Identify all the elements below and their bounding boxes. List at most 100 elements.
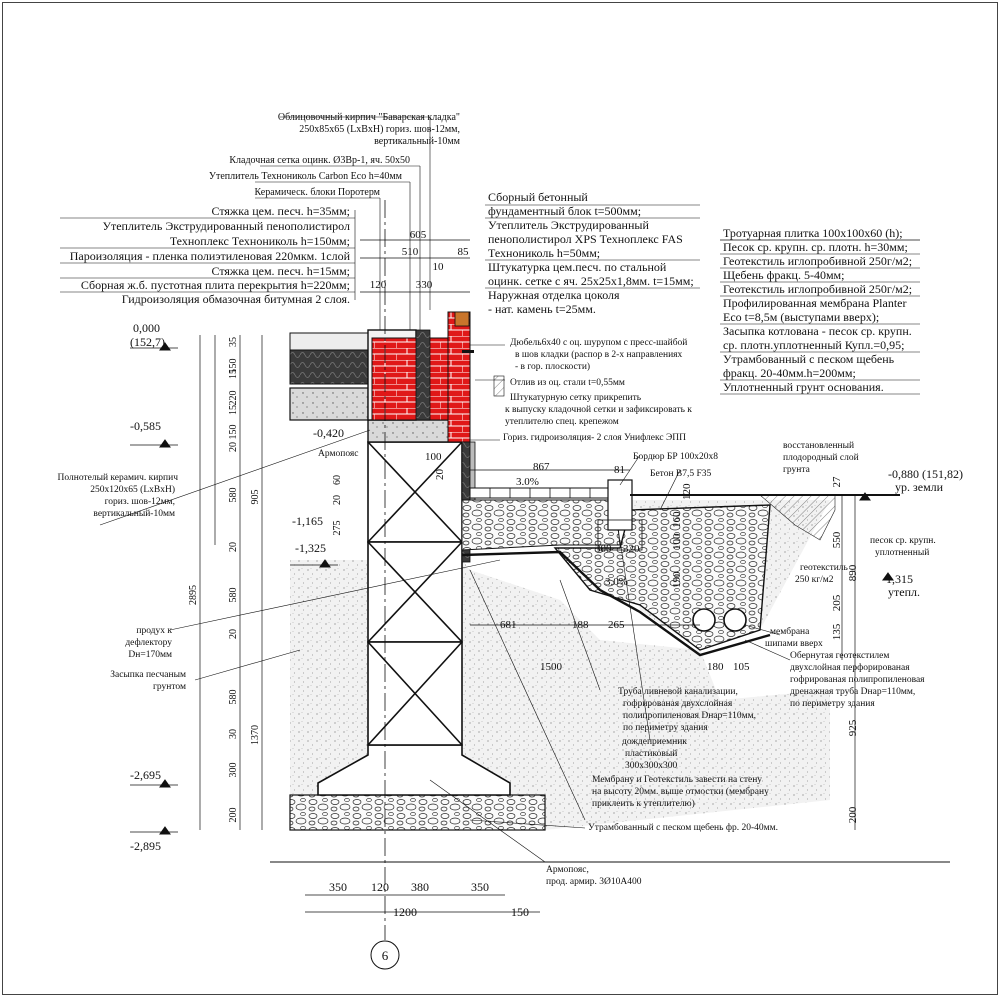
ceramic-blocks-label: Керамическ. блоки Поротерм	[255, 187, 381, 198]
floor-layer-7: Гидроизоляция обмазочная битумная 2 слоя…	[122, 292, 350, 306]
storm-pipe-2: гофрированая двухслойная	[623, 698, 733, 709]
dim-top-605: 605	[410, 229, 427, 241]
dim-105: 105	[733, 661, 750, 673]
vent-3: Dн=170мм	[128, 650, 172, 660]
armopoyas-label: Армопояс	[318, 449, 358, 459]
vent-1: продух к	[136, 626, 172, 636]
hollow-brick-1: Полнотелый керамич. кирпич	[58, 472, 179, 483]
dim-81: 81	[614, 464, 625, 476]
dim-867: 867	[533, 461, 550, 473]
dim-left-150: 150	[228, 359, 239, 374]
dim-left-580: 580	[228, 488, 239, 503]
pavement-layer-5: Геотекстиль иглопробивной 250г/м2;	[723, 282, 912, 296]
dim-left-200: 200	[228, 808, 239, 823]
membrane-wall-2: на высоту 20мм. выше отмостки (мембрану	[592, 786, 769, 797]
mesh-label: Кладочная сетка оцинк. Ø3Вр-1, яч. 50х50	[229, 155, 410, 166]
pavement-layer-rules	[720, 239, 920, 395]
drain-pipe-2: двухслойная перфорированая	[790, 662, 910, 673]
dim-total-905: 905	[250, 490, 261, 505]
dim-left-580c: 580	[228, 690, 239, 705]
plinth-layer-list: Сборный бетонный фундаментный блок t=500…	[488, 190, 694, 316]
foundation-blocks	[367, 441, 463, 746]
dim-left-15: 15	[228, 369, 239, 379]
storm-pipe-1: Труба ливневой канализации,	[618, 686, 738, 697]
topsoil-3: грунта	[783, 465, 811, 475]
dim-top-330: 330	[416, 279, 433, 291]
plinth-layer-5: Технониколь h=50мм;	[488, 246, 600, 260]
top-labels: Облицовочный кирпич "Баварская кладка" 2…	[209, 112, 461, 198]
pavement-layer-2: Песок ср. крупн. ср. плотн. h=30мм;	[723, 240, 908, 254]
facing-brick-joint: вертикальный-10мм	[374, 136, 461, 147]
dims-right: 27 550 890 205 135 925 200	[831, 476, 859, 823]
level-0585: -0,585	[130, 419, 161, 433]
pavement-layer-3: Геотекстиль иглопробивной 250г/м2;	[723, 254, 912, 268]
pavement-layer-1: Тротуарная плитка 100х100х60 (h);	[723, 226, 903, 240]
dim-left-580b: 580	[228, 588, 239, 603]
level-floor: 0,000	[133, 321, 160, 335]
facing-brick-size: 250х85х65 (LxBxH) гориз. шов-12мм,	[299, 124, 460, 135]
dim-188: 188	[572, 619, 589, 631]
dim-right-550: 550	[831, 531, 843, 548]
membrane-studs-1: мембрана	[770, 626, 810, 637]
drain-pipe-4: дренажная труба Dнар=110мм,	[790, 686, 915, 697]
floor-layer-5: Стяжка цем. песч. h=15мм;	[211, 264, 350, 278]
pavement-layer-8: Засыпка котлована - песок ср. крупн.	[723, 324, 912, 338]
topsoil-2: плодородный слой	[783, 452, 859, 463]
insulation-carbon-label: Утеплитель Технониколь Carbon Eco h=40мм	[209, 171, 403, 182]
plaster-mesh-2: к выпуску кладочной сетки и зафиксироват…	[505, 404, 692, 415]
plinth-layer-1: Сборный бетонный	[488, 190, 588, 204]
hollow-brick-4: вертикальный-10мм	[93, 508, 175, 519]
topsoil-1: восстановленный	[783, 440, 854, 451]
drain-pipe-1	[692, 608, 716, 632]
dim-right-27: 27	[831, 476, 843, 488]
dim-320: 320	[623, 543, 640, 555]
dim-left-300: 300	[228, 763, 239, 778]
dowel-line-2: в шов кладки (распор в 2-х направлениях	[515, 349, 683, 360]
dim-265: 265	[608, 619, 625, 631]
drain-pipe-2	[723, 608, 747, 632]
reinforcement-1: Армопояс,	[546, 865, 589, 875]
leader-lines	[99, 116, 920, 863]
dim-right-205: 205	[831, 594, 843, 611]
floor-screed	[289, 332, 369, 351]
drain-pipe-3: гофрированая полипропиленовая	[790, 674, 925, 685]
dim-160: 160	[671, 511, 683, 528]
dim-681: 681	[500, 619, 517, 631]
dim-180: 180	[707, 661, 724, 673]
dim-slope-1: 3.0%	[516, 476, 539, 488]
storm-pipe-4: по периметру здания	[623, 723, 708, 733]
floor-layer-4: Пароизоляция - пленка полиэтиленовая 220…	[70, 249, 351, 263]
level-floor-abs: (152,7)	[130, 335, 165, 349]
dim-top-120: 120	[370, 279, 387, 291]
plinth-layer-rules	[485, 217, 700, 289]
dowel-line-3: - в гор. плоскости)	[515, 361, 590, 372]
geotextile-2: 250 кг/м2	[795, 575, 834, 585]
level-2695: -2,695	[130, 768, 161, 782]
plinth-layer-2: фундаментный блок t=500мм;	[488, 204, 641, 218]
plinth-layer-3: Утеплитель Экструдированный	[488, 218, 649, 232]
axis-bubble	[370, 940, 400, 970]
level-labels: 0,000 (152,7) -0,585 -0,420 -1,165 -1,32…	[130, 321, 963, 853]
rain-receiver-2: пластиковый	[625, 748, 677, 759]
membrane-wall-1: Мембрану и Геотекстиль завести на стену	[592, 774, 762, 785]
sand-right-2: уплотненный	[875, 547, 929, 558]
dim-top-85: 85	[458, 246, 470, 258]
plinth-layer-8: Наружная отделка цоколя	[488, 288, 620, 302]
level-2895: -2,895	[130, 839, 161, 853]
pavement-layer-list: Тротуарная плитка 100х100х60 (h); Песок …	[723, 226, 912, 394]
plinth-layer-7: оцинк. сетке с яч. 25х25х1,8мм. t=15мм;	[488, 274, 694, 288]
dim-100b: 100	[671, 533, 683, 550]
reinforcement-2: прод. армир. 3Ø10А400	[546, 877, 642, 887]
dim-small-20: 20	[332, 495, 343, 505]
floor-layer-3: Техноплекс Технониколь h=150мм;	[170, 234, 350, 248]
membrane-line	[461, 550, 771, 657]
dim-bottom-380: 380	[411, 880, 429, 894]
dim-left-30: 30	[228, 729, 239, 739]
floor-layer-6: Сборная ж.б. пустотная плита перекрытия …	[81, 278, 350, 292]
dim-total-1370: 1370	[250, 725, 261, 745]
plaster-mesh-3: утеплителю спец. крепежом	[505, 417, 619, 427]
sand-backfill-1: Засыпка песчаным	[110, 670, 186, 680]
floor-layer-rules	[60, 217, 355, 293]
dim-1500: 1500	[540, 661, 563, 673]
dims-left: 35 15 150 15 220 150 20 580 20 580 20 58…	[188, 337, 343, 823]
